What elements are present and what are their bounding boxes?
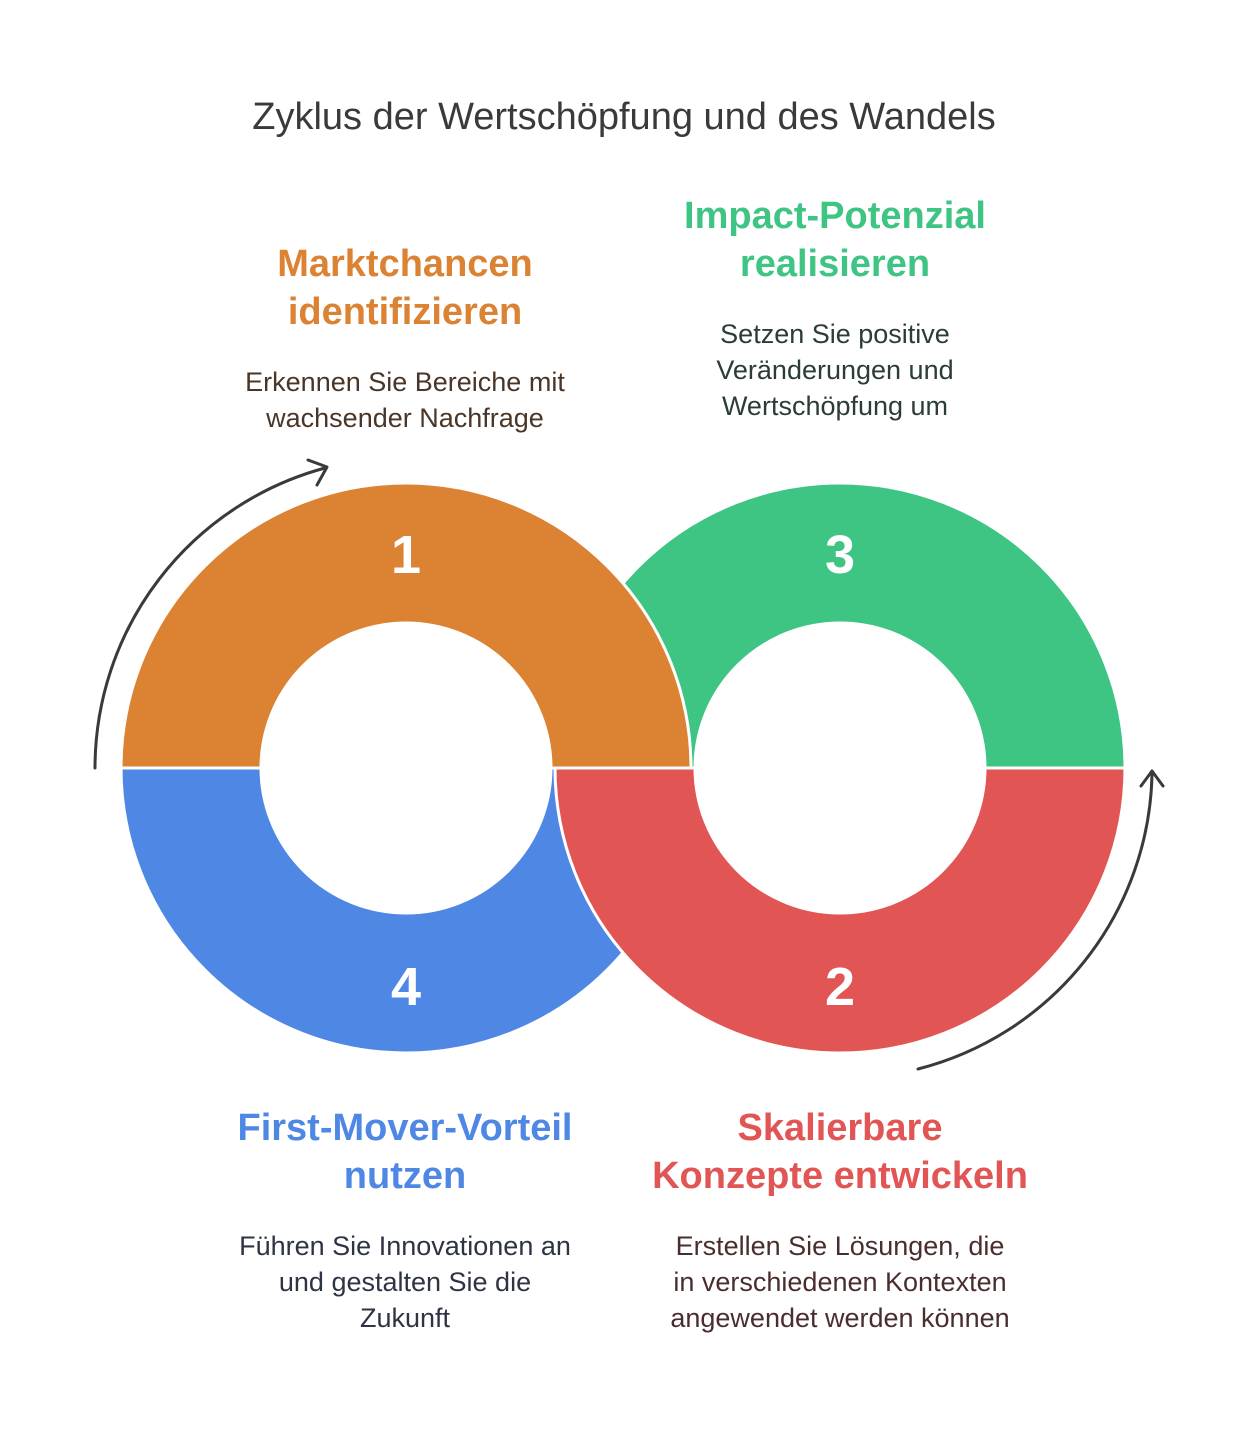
- step-4-heading: First-Mover-Vorteil nutzen: [237, 1107, 573, 1197]
- step-3-description: Setzen Sie positive Veränderungen und We…: [716, 319, 954, 421]
- segment-1: [119, 481, 693, 770]
- step-number-2: 2: [825, 957, 855, 1017]
- segment-3: [553, 481, 1127, 770]
- arrowhead-left-icon: [306, 458, 329, 487]
- step-3: Impact-Potenzial realisieren Setzen Sie …: [630, 192, 1040, 424]
- step-4-description: Führen Sie Innovationen an und gestalten…: [239, 1231, 571, 1333]
- step-1-description: Erkennen Sie Bereiche mit wachsender Nac…: [245, 367, 565, 433]
- step-number-3: 3: [825, 525, 855, 585]
- segment-2: [553, 766, 1127, 1055]
- step-number-4: 4: [391, 957, 421, 1017]
- cycle-arrow-right: [916, 773, 1154, 1071]
- step-2: Skalierbare Konzepte entwickeln Erstelle…: [610, 1104, 1070, 1336]
- step-2-heading: Skalierbare Konzepte entwickeln: [652, 1107, 1028, 1197]
- step-number-1: 1: [391, 525, 421, 585]
- cycle-arrow-left: [93, 466, 327, 770]
- step-1: Marktchancen identifizieren Erkennen Sie…: [200, 240, 610, 436]
- step-2-description: Erstellen Sie Lösungen, die in verschied…: [670, 1231, 1010, 1333]
- step-4: First-Mover-Vorteil nutzen Führen Sie In…: [200, 1104, 610, 1336]
- arrowhead-right-icon: [1139, 769, 1165, 788]
- step-3-heading: Impact-Potenzial realisieren: [684, 195, 986, 285]
- diagram-title: Zyklus der Wertschöpfung und des Wandels: [252, 96, 996, 138]
- step-1-heading: Marktchancen identifizieren: [277, 243, 533, 333]
